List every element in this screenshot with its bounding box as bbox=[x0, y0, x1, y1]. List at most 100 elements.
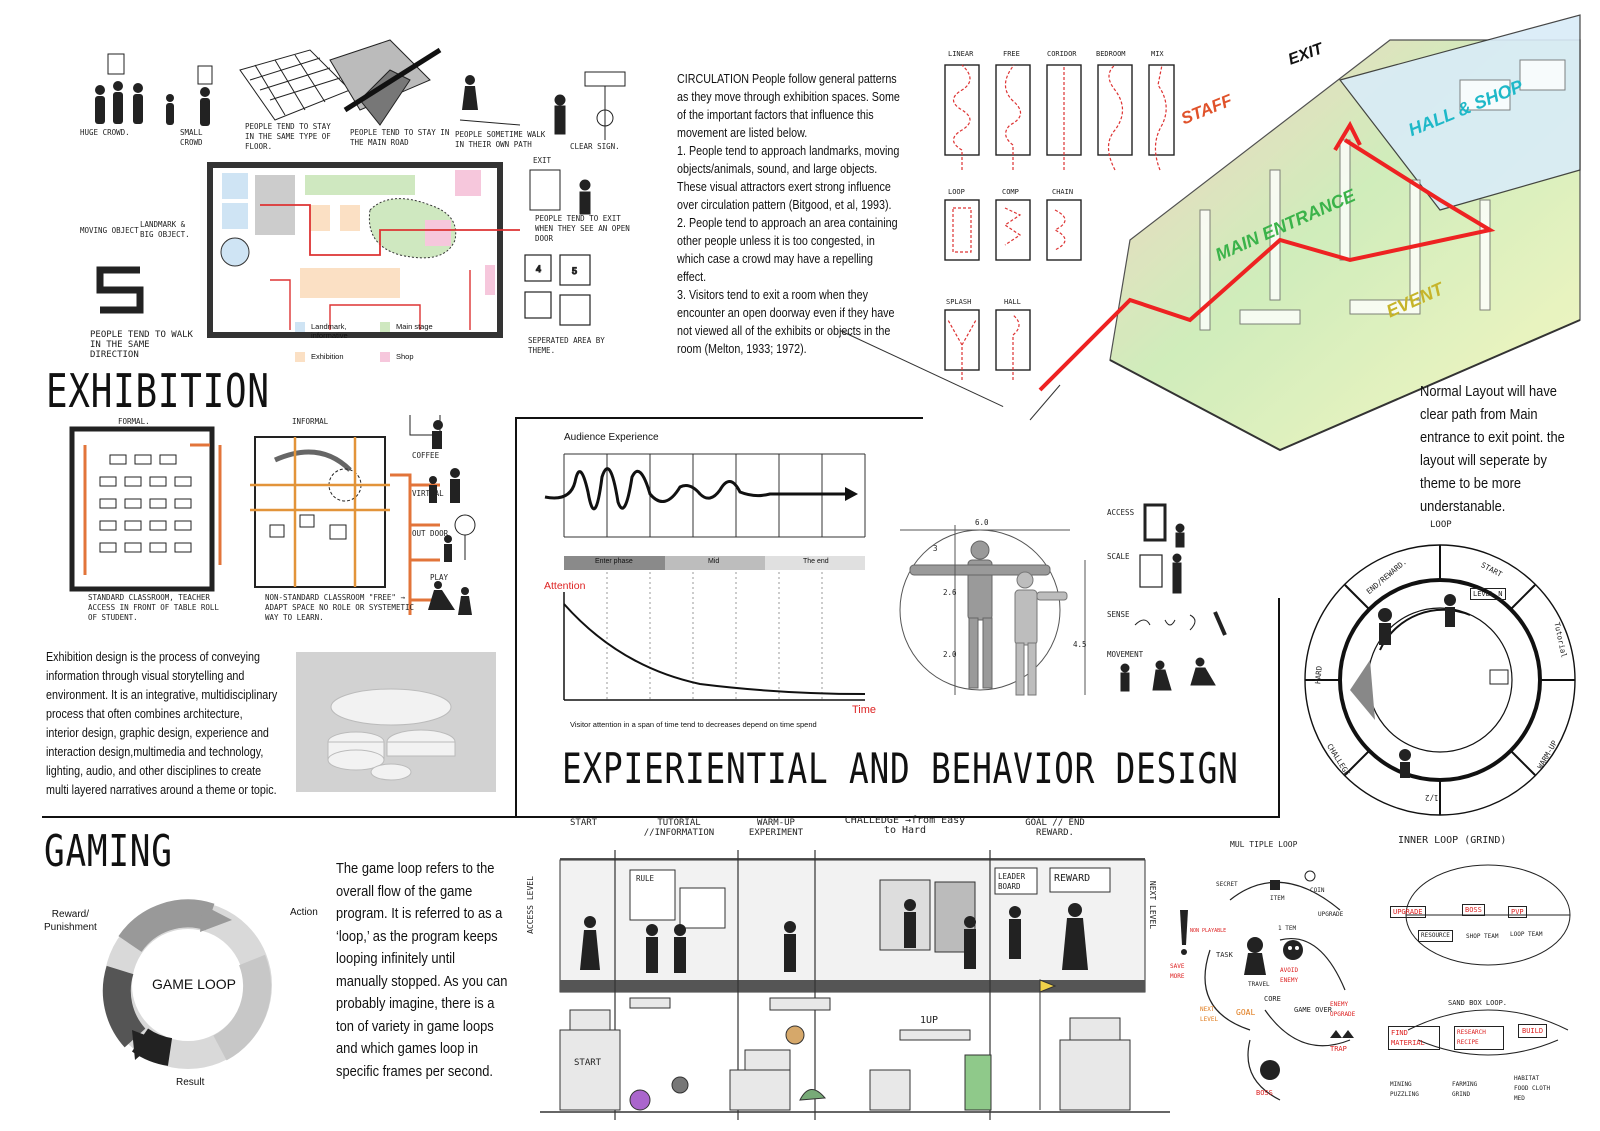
inner-box-boss: BOSS bbox=[1462, 904, 1485, 916]
model-image-svg bbox=[327, 688, 456, 781]
formal-label: Formal. bbox=[118, 417, 150, 426]
ml-item: ITEM bbox=[1270, 895, 1285, 902]
inner-box-upgrade: UPGRADE bbox=[1390, 906, 1426, 918]
legend-label-shop: Shop bbox=[396, 352, 414, 361]
experiential-title: EXPIERIENTIAL AND BEHAVIOR DESIGN bbox=[562, 744, 1239, 793]
sign-1up: 1UP bbox=[920, 1015, 939, 1026]
mario-level bbox=[559, 979, 1131, 1111]
attention-label: Attention bbox=[544, 580, 586, 592]
game-loop-center: GAME LOOP bbox=[152, 976, 237, 992]
sense-movement: Movement bbox=[1107, 650, 1144, 659]
walker-own-path bbox=[459, 75, 521, 126]
attention-axes bbox=[563, 592, 865, 701]
ml-goal: GOAL bbox=[1236, 1008, 1256, 1017]
formal-note: Standard classroom, teacher access in fr… bbox=[88, 593, 219, 622]
pattern-label-mix: MIX bbox=[1151, 50, 1164, 58]
exit-sign: EXIT bbox=[533, 156, 552, 165]
sandbox-note-mining: MINING PUZZLING bbox=[1390, 1081, 1419, 1098]
circulation-sketches: 45 People tend to stay in the same type … bbox=[60, 30, 660, 370]
audience-label: Audience Experience bbox=[564, 432, 659, 443]
experience-wave bbox=[544, 467, 850, 511]
body-dim-4-5: 4.5 bbox=[1073, 640, 1087, 649]
stage-start: START bbox=[570, 818, 598, 828]
sandbox-build: BUILD bbox=[1518, 1024, 1548, 1038]
iso-note: Normal Layout will have clear path from … bbox=[1420, 383, 1565, 515]
formal-classroom bbox=[69, 426, 222, 592]
note-own-path: People sometime walk in their own path bbox=[455, 130, 546, 149]
body-svg bbox=[899, 525, 1086, 696]
sandbox-find: FIND MATERIAL bbox=[1388, 1026, 1440, 1050]
pattern-label-bedroom: BEDROOM bbox=[1096, 50, 1126, 58]
same-direction-arrow bbox=[96, 266, 144, 314]
ml-core: CORE bbox=[1264, 995, 1281, 1003]
sign-rule: RULE bbox=[636, 874, 655, 883]
senses-sketches: Access Scale Sense Movement bbox=[1105, 500, 1270, 710]
svg-text:4: 4 bbox=[536, 264, 541, 274]
game-loop-action: Action bbox=[290, 907, 318, 918]
pattern-label-loop: LOOP bbox=[948, 188, 965, 196]
circulation-patterns: LINEAR FREE CORIDOR BEDROOM MIX LOOP COM… bbox=[940, 45, 1180, 395]
pattern-label-chain: CHAIN bbox=[1052, 188, 1074, 196]
option-play: Play bbox=[430, 573, 449, 582]
multiple-loop: MUL TIPLE LOOP SECRET ITEM COIN UPGRADE … bbox=[1170, 830, 1385, 1120]
legend-item-shop: Shop bbox=[380, 352, 414, 362]
exit-door-sketch bbox=[529, 169, 591, 215]
phase-enter: Enter phase bbox=[595, 558, 633, 565]
ml-coin: COIN bbox=[1310, 887, 1325, 894]
option-figures bbox=[409, 412, 476, 615]
inner-box-shop-team: SHOP TEAM bbox=[1466, 933, 1499, 940]
svg-text:5: 5 bbox=[572, 266, 577, 276]
ml-trap: TRAP bbox=[1330, 1045, 1347, 1053]
pattern-label-hall: HALL bbox=[1004, 298, 1021, 306]
note-same-floor: People tend to stay in the same type of … bbox=[245, 122, 331, 151]
pattern-label-splash: SPLASH bbox=[946, 298, 972, 306]
stage-tutorial: TUTORIAL //INFORMATION bbox=[643, 818, 715, 838]
body-dim-6: 6.0 bbox=[975, 518, 989, 527]
loop-seg-level: LEVEL_N bbox=[1470, 588, 1506, 600]
loop-seg-hard: HARD bbox=[1313, 665, 1324, 685]
red-route bbox=[1038, 120, 1496, 392]
note-separated-area: Seperated area by theme. bbox=[528, 336, 605, 355]
sandbox-note-farming: FARMING GRIND bbox=[1452, 1081, 1478, 1098]
note-landmark: Landmark & big object. bbox=[140, 220, 190, 239]
next-level-label: NEXT LEVEL bbox=[1148, 880, 1158, 930]
senses-svg bbox=[1120, 503, 1227, 692]
note-walk-direction: People tend to walk in the same directio… bbox=[90, 330, 193, 360]
patterns-svg bbox=[944, 64, 1175, 380]
interior-walls bbox=[1199, 59, 1566, 331]
stage-challenge: CHALLEDGE →from Easy to Hard bbox=[844, 815, 966, 836]
crowd-figures bbox=[95, 53, 213, 126]
game-level-svg bbox=[540, 850, 1170, 1120]
inner-loop-title: INNER LOOP (GRIND) bbox=[1398, 835, 1507, 846]
sandbox-title: SAND BOX LOOP. bbox=[1448, 999, 1508, 1007]
classroom-sketches: Formal. Informal Standard classroom, tea… bbox=[60, 412, 505, 625]
note-crowd: Huge crowd. bbox=[80, 128, 130, 137]
isometric-layout: EXIT STAFF HALL & SHOP MAIN ENTRANCE EVE… bbox=[1020, 0, 1600, 460]
experience-svg bbox=[544, 453, 866, 701]
gaming-description: The game loop refers to the overall flow… bbox=[336, 860, 508, 1080]
ml-task: TASK bbox=[1216, 951, 1233, 959]
experiential-box bbox=[515, 417, 923, 419]
legend-item-exhibition: Exhibition bbox=[295, 352, 344, 362]
sense-access: Access bbox=[1107, 508, 1135, 517]
informal-label: Informal bbox=[292, 417, 329, 426]
ml-boss: BOSS bbox=[1256, 1089, 1273, 1097]
ml-next-level: NEXT LEVEL bbox=[1200, 1006, 1219, 1023]
isometric-svg bbox=[1029, 14, 1581, 452]
legend-swatch-shop bbox=[380, 352, 390, 362]
legend-label-main-stage: Main stage bbox=[396, 322, 433, 331]
inner-box-loop-team: LOOP TEAM bbox=[1510, 931, 1543, 938]
ml-1tem: 1 TEM bbox=[1278, 925, 1297, 932]
multiple-loop-svg bbox=[1180, 870, 1354, 1101]
experiential-box-left bbox=[515, 417, 517, 817]
audience-experience-chart: Audience Experience Enter phase Mid The … bbox=[540, 432, 880, 732]
main-road-sketch bbox=[329, 39, 442, 126]
ml-avoid-enemy: AVOID ENEMY bbox=[1280, 967, 1299, 984]
inner-box-pvp: PVP bbox=[1508, 906, 1527, 918]
note-clear-sign: Clear sign. bbox=[570, 142, 620, 151]
loop-wheel-title: LOOP bbox=[1430, 520, 1452, 530]
stage-goal: GOAL // END REWARD. bbox=[1025, 818, 1085, 838]
note-exit-door: People tend to exit when they see an ope… bbox=[535, 214, 630, 243]
inner-box-resource: RESOURCE bbox=[1418, 930, 1453, 942]
